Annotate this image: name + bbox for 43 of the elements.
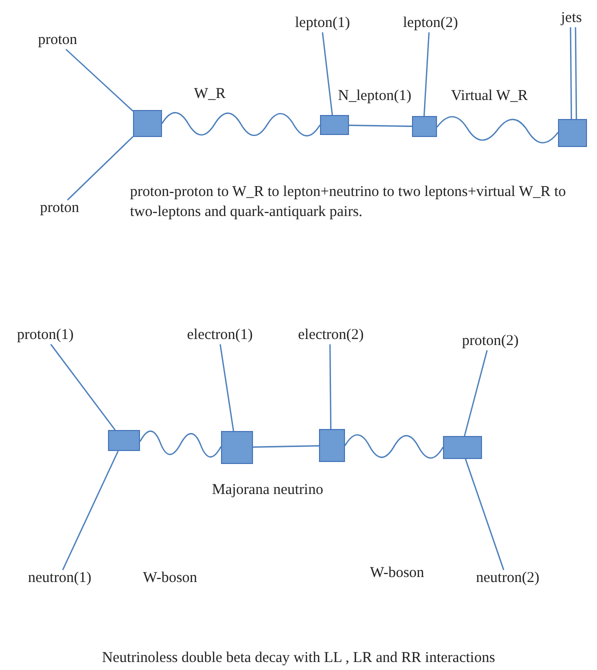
connector-line xyxy=(50,344,116,430)
vertex-box xyxy=(319,429,345,462)
connector-line xyxy=(252,445,320,448)
connector-line xyxy=(65,48,134,112)
wavy-line xyxy=(161,112,321,136)
connector-line xyxy=(464,458,504,570)
particle-label: electron(2) xyxy=(298,327,364,344)
connector-line xyxy=(220,344,234,432)
vertex-box xyxy=(558,119,587,147)
wavy-line xyxy=(139,430,222,458)
particle-label: neutron(2) xyxy=(476,570,540,588)
annotation-label: W-boson xyxy=(143,570,198,588)
connector-line xyxy=(329,344,332,429)
particle-label: proton(1) xyxy=(17,327,74,344)
connector-line xyxy=(570,27,572,119)
particle-label: neutron(1) xyxy=(28,570,92,588)
vertex-box xyxy=(320,115,349,135)
vertex-box xyxy=(412,116,437,137)
wavy-line xyxy=(436,116,558,144)
particle-label: proton xyxy=(40,200,80,218)
particle-label: jets xyxy=(561,10,582,28)
vertex-box xyxy=(221,431,253,464)
particle-label: proton(2) xyxy=(462,333,519,350)
particle-label: lepton(1) xyxy=(295,15,350,32)
particle-label: proton xyxy=(38,32,78,50)
particle-label: lepton(2) xyxy=(403,15,458,32)
caption: Neutrinoless double beta decay with LL , LR and RR interactions xyxy=(100,650,496,668)
vertex-box xyxy=(133,110,162,137)
connector-line xyxy=(67,136,134,200)
connector-line xyxy=(322,32,333,116)
annotation-label: Majorana neutrino xyxy=(212,482,324,500)
vertex-box xyxy=(443,436,482,459)
vertex-box xyxy=(108,430,140,451)
edge-label: N_lepton(1) xyxy=(336,88,414,106)
connector-line xyxy=(574,27,578,119)
connector-line xyxy=(464,350,488,436)
connector-line xyxy=(62,450,119,570)
particle-label: electron(1) xyxy=(187,327,253,344)
connector-line xyxy=(348,124,412,127)
annotation-label: W-boson xyxy=(370,565,424,582)
wavy-line xyxy=(344,434,444,459)
connector-line xyxy=(423,32,430,116)
description-text: proton-proton to W_R to lepton+neutrino to two leptons+virtual W_R to two-leptons and quark-antiquark pairs. xyxy=(130,183,567,222)
